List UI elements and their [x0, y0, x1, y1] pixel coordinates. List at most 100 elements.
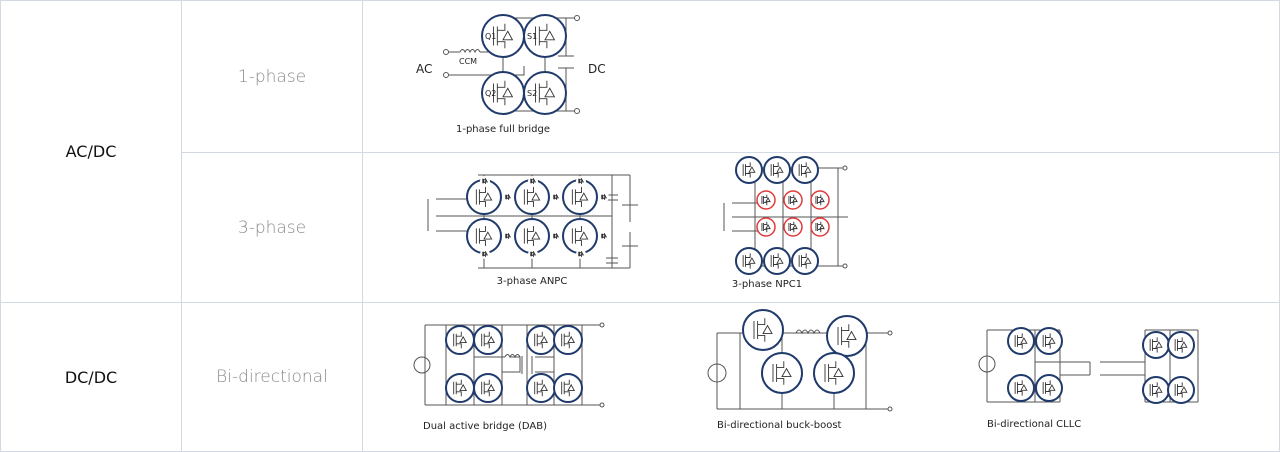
anpc-diagram: 3-phase ANPC [427, 174, 638, 287]
dc-label: DC [588, 62, 606, 76]
mosfet-symbol-icon [482, 251, 489, 257]
switch-highlight-circle [791, 156, 819, 184]
mosfet-symbol-icon [475, 226, 493, 246]
mosfet-symbol-icon [1042, 333, 1056, 349]
diagram-caption: 3-phase ANPC [497, 276, 568, 287]
diagram-caption: 3-phase NPC1 [732, 279, 802, 290]
switch-highlight-circle [1035, 327, 1063, 355]
switch-label-q1: Q1 [485, 32, 496, 41]
subtype-label: Bi-directional [216, 367, 328, 387]
switch-highlight-circle [445, 325, 475, 355]
mosfet-symbol-icon [815, 194, 825, 206]
mosfet-symbol-icon [453, 379, 468, 397]
mosfet-symbol-icon [837, 324, 857, 348]
mosfet-symbol-icon [753, 318, 773, 342]
switch-highlight-circle [826, 315, 868, 357]
switch-label-s2: S2 [527, 89, 537, 98]
full-bridge-diagram: AC DC CCM 1-phase full bridge [416, 14, 606, 135]
switch-highlight-circle [1167, 376, 1195, 404]
mosfet-symbol-icon [1149, 337, 1163, 353]
mosfet-symbol-icon [1149, 382, 1163, 398]
switch-highlight-circle [763, 156, 791, 184]
mosfet-symbol-icon [1042, 380, 1056, 396]
mosfet-symbol-icon [788, 221, 798, 233]
mosfet-symbol-icon [798, 162, 812, 178]
switch-highlight-circle [526, 325, 556, 355]
mosfet-symbol-icon [571, 187, 589, 207]
ac-label: AC [416, 62, 432, 76]
switch-highlight-circle [562, 218, 598, 254]
mosfet-symbol-icon [788, 194, 798, 206]
switch-highlight-circle [735, 156, 763, 184]
mosfet-symbol-icon [553, 233, 560, 239]
mosfet-symbol-icon [523, 187, 541, 207]
switch-label-s1: S1 [527, 32, 537, 41]
switch-highlight-circle [783, 217, 803, 237]
switch-highlight-circle [810, 217, 830, 237]
mosfet-symbol-icon [742, 162, 756, 178]
switch-highlight-circle [553, 373, 583, 403]
group-label: AC/DC [65, 142, 117, 161]
mosfet-symbol-icon [772, 361, 792, 385]
buck-boost-diagram: Bi-directional buck-boost [707, 309, 893, 431]
subtype-label: 3-phase [237, 217, 307, 238]
switch-highlight-circle [473, 325, 503, 355]
mosfet-symbol-icon [530, 178, 537, 184]
switch-highlight-circle [761, 352, 803, 394]
switch-highlight-circle [756, 190, 776, 210]
switch-highlight-circle [523, 14, 567, 58]
subtype-cell-3-phase: 3-phase [182, 153, 363, 303]
mosfet-symbol-icon [824, 361, 844, 385]
mosfet-symbol-icon [1014, 333, 1028, 349]
mosfet-symbol-icon [578, 251, 585, 257]
mosfet-symbol-icon [553, 194, 560, 200]
mosfet-symbol-icon [601, 194, 608, 200]
switch-highlight-circle [763, 247, 791, 275]
mosfet-symbol-icon [761, 221, 771, 233]
mosfet-symbol-icon [530, 251, 537, 257]
mosfet-symbol-icon [561, 379, 576, 397]
diagram-caption: 1-phase full bridge [456, 124, 550, 135]
mosfet-symbol-icon [1014, 380, 1028, 396]
mosfet-symbol-icon [601, 233, 608, 239]
mosfet-symbol-icon [571, 226, 589, 246]
mosfet-symbol-icon [523, 226, 541, 246]
switch-highlight-circle [1142, 376, 1170, 404]
diagram-caption: Dual active bridge (DAB) [423, 421, 547, 432]
switch-highlight-circle [466, 218, 502, 254]
switch-highlight-circle [526, 373, 556, 403]
mosfet-symbol-icon [1174, 337, 1188, 353]
npc1-diagram: 3-phase NPC1 [723, 156, 848, 290]
switch-highlight-circle [445, 373, 475, 403]
switch-highlight-circle [1167, 331, 1195, 359]
switch-highlight-circle [791, 247, 819, 275]
mosfet-symbol-icon [770, 162, 784, 178]
switch-highlight-circle [813, 352, 855, 394]
mosfet-symbol-icon [475, 187, 493, 207]
mosfet-symbol-icon [481, 379, 496, 397]
switch-label-q2: Q2 [485, 89, 496, 98]
switch-highlight-circle [1007, 374, 1035, 402]
mosfet-symbol-icon [493, 23, 514, 49]
cllc-diagram: Bi-directional CLLC [978, 327, 1199, 430]
switch-highlight-circle [1035, 374, 1063, 402]
dab-diagram: Dual active bridge (DAB) [413, 322, 605, 432]
mosfet-symbol-icon [505, 233, 512, 239]
mosfet-symbol-icon [578, 178, 585, 184]
switch-highlight-circle [735, 247, 763, 275]
mosfet-symbol-icon [481, 331, 496, 349]
mosfet-symbol-icon [535, 80, 556, 106]
switch-highlight-circle [1142, 331, 1170, 359]
mosfet-symbol-icon [815, 221, 825, 233]
mosfet-symbol-icon [505, 194, 512, 200]
ccm-label: CCM [459, 57, 477, 66]
group-cell-acdc: AC/DC [0, 0, 182, 303]
switch-highlight-circle [756, 217, 776, 237]
switch-highlight-circle [514, 218, 550, 254]
switch-highlight-circle [553, 325, 583, 355]
mosfet-symbol-icon [1174, 382, 1188, 398]
mosfet-symbol-icon [534, 379, 549, 397]
mosfet-symbol-icon [493, 80, 514, 106]
